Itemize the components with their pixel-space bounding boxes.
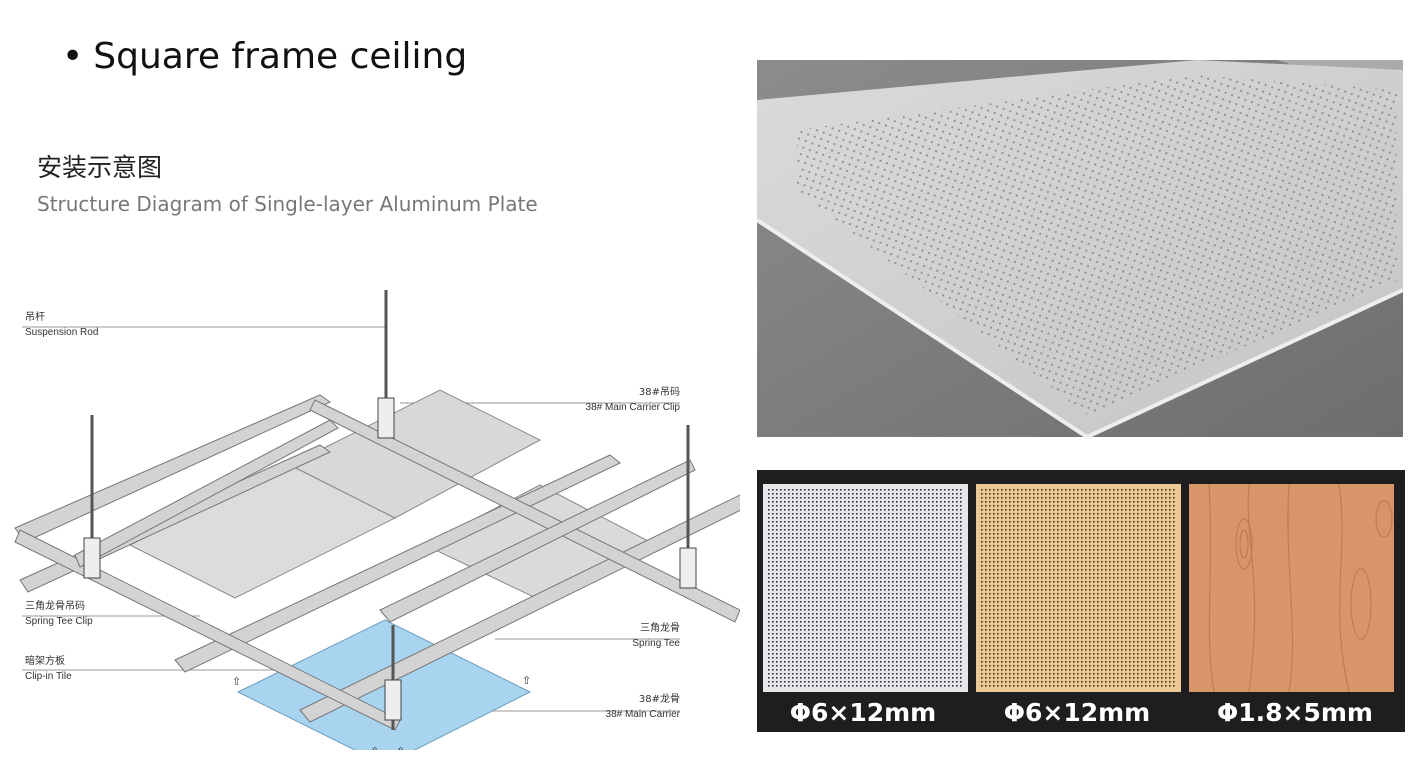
swatch-white-perforated — [763, 484, 968, 692]
ceiling-structure-diagram: ⇧ ⇧ ⇧ ⇧ — [14, 290, 740, 750]
swatch-label: Φ6×12mm — [1003, 698, 1151, 727]
arrow-up-icon: ⇧ — [232, 675, 241, 688]
swatch-label: Φ6×12mm — [789, 698, 937, 727]
arrow-up-icon: ⇧ — [370, 745, 379, 750]
arrow-up-icon: ⇧ — [522, 674, 531, 687]
perforated-panel-photo — [757, 60, 1403, 437]
finish-swatches: Φ6×12mm Φ6×12mm Φ1.8×5mm — [757, 470, 1405, 732]
swatch-woodgrain — [1189, 484, 1394, 692]
arrow-up-icon: ⇧ — [396, 745, 405, 750]
bullet: • — [62, 36, 84, 77]
diagram-heading-en: Structure Diagram of Single-layer Alumin… — [37, 192, 538, 216]
slide-title-text: Square frame ceiling — [93, 36, 468, 77]
diagram-heading-cn: 安装示意图 — [37, 153, 163, 182]
swatch-label: Φ1.8×5mm — [1217, 698, 1373, 727]
swatch-cream-perforated — [976, 484, 1181, 692]
slide-title: •Square frame ceiling — [62, 36, 467, 77]
